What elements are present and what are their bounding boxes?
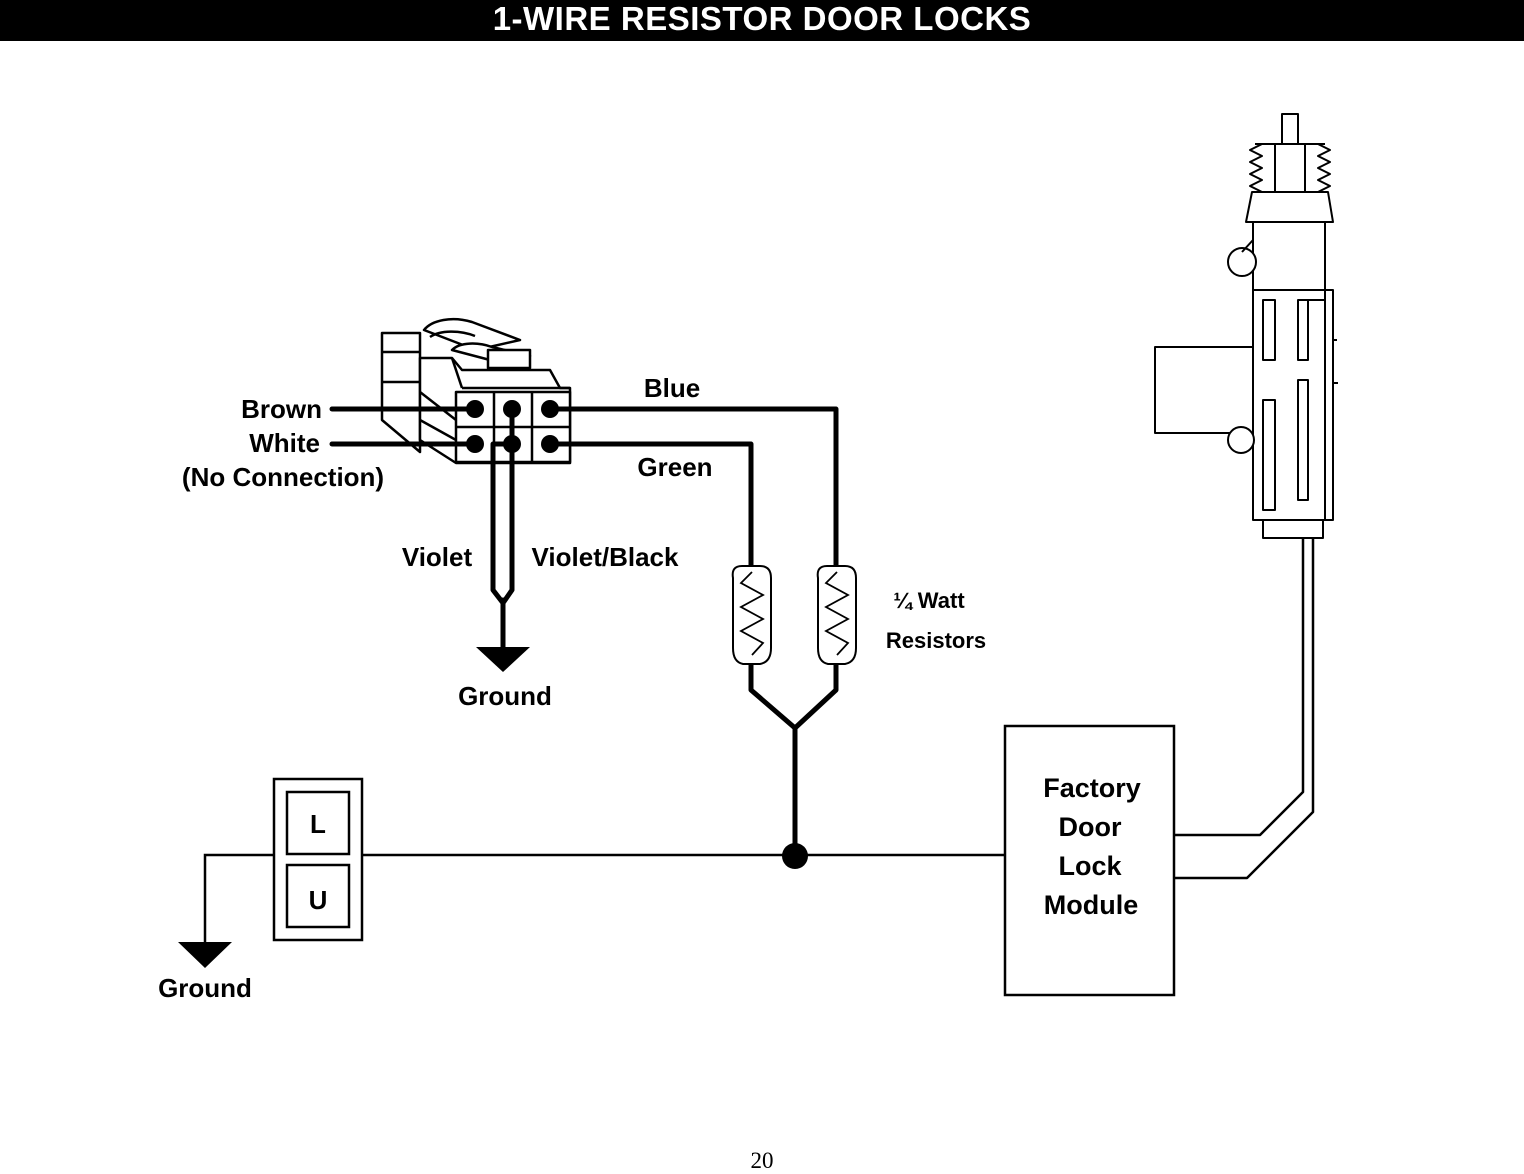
label-resistors: Resistors [886,628,986,653]
page-number: 20 [750,1148,774,1173]
label-ground-switch: Ground [158,973,252,1003]
label-brown: Brown [241,394,322,424]
resistor-left [731,565,772,665]
label-unlock: U [309,885,328,915]
label-green: Green [637,452,712,482]
label-quarter-watt: ¼ Watt [893,588,965,613]
wire-blue [547,406,839,568]
module-label-line3: Lock [1058,851,1122,881]
page-title: 1-WIRE RESISTOR DOOR LOCKS [0,0,1524,41]
actuator-wires [1174,538,1315,880]
wire-green [547,441,754,568]
module-label-line4: Module [1044,890,1139,920]
unlock-button [285,863,351,929]
label-white: White [249,428,320,458]
module-label-line1: Factory [1043,773,1141,803]
lock-switch [272,777,364,942]
ground-symbol-harness [476,647,530,672]
door-lock-actuator [1154,113,1338,539]
factory-door-lock-module [1003,724,1176,997]
resistor-leads [748,662,839,731]
ground-symbol-switch [178,942,232,968]
label-ground-harness: Ground [458,681,552,711]
junction-dot [782,843,808,869]
wires [329,406,839,859]
label-violet: Violet [402,542,473,572]
lock-button [285,790,351,856]
wire-violet-black [500,441,515,606]
label-blue: Blue [644,373,700,403]
wire-violet [490,406,515,606]
resistor-right [816,565,857,665]
label-lock: L [310,809,326,839]
main-line [203,853,1006,944]
module-label-line2: Door [1059,812,1122,842]
label-violet-black: Violet/Black [532,542,679,572]
label-no-connection: (No Connection) [182,462,384,492]
